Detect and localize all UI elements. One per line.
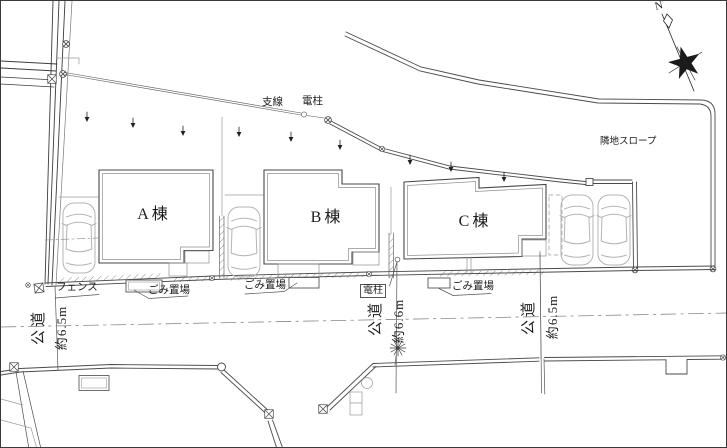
- building-c-outline: [403, 176, 547, 274]
- garbage-label-1: ごみ置場: [148, 285, 190, 296]
- utility-pole-top-label: 電柱: [302, 96, 323, 107]
- overhead-wire: [64, 72, 325, 119]
- road-2-width: 約6.6m: [391, 298, 406, 344]
- road-2-name: 公道: [368, 300, 384, 337]
- dimension-lines: [54, 252, 546, 395]
- utility-pole-bottom-label: 電柱: [360, 284, 386, 298]
- building-c-label: C棟: [458, 213, 492, 230]
- road-3-name: 公道: [521, 299, 537, 336]
- fence-corner: [25, 282, 45, 294]
- utility-pole-bottom-symbol: [389, 256, 401, 287]
- road-1-name: 公道: [31, 309, 47, 346]
- road-3-width: 約6.5m: [545, 294, 560, 340]
- road-centerline: [1, 312, 726, 328]
- utility-pole-symbol-top: [324, 116, 332, 124]
- front-boundary: [45, 265, 716, 287]
- tree-symbol: [389, 339, 407, 366]
- hatched-strips: [219, 215, 394, 279]
- street-left: [1, 1, 80, 286]
- building-b-outline: [263, 169, 380, 278]
- slope-label: 隣地スロープ: [600, 137, 657, 147]
- road-1-width: 約6.5m: [54, 305, 69, 351]
- garbage-label-3: ごみ置場: [452, 281, 494, 292]
- fence-label: フェンス: [56, 282, 98, 293]
- boundary-northeast: [344, 31, 717, 273]
- garbage-area-rects: [54, 277, 492, 299]
- parked-cars: [44, 194, 632, 278]
- south-walls: [1, 354, 726, 447]
- building-a-label: A棟: [137, 206, 171, 223]
- building-a-outline: [98, 169, 214, 277]
- building-b-label: B棟: [310, 209, 344, 226]
- retaining-wall-north: [329, 120, 639, 274]
- carport-dashed-area: [548, 194, 563, 256]
- garbage-label-2: ごみ置場: [244, 280, 286, 291]
- support-wire-label: 支線: [262, 97, 283, 108]
- north-arrow: [661, 13, 703, 92]
